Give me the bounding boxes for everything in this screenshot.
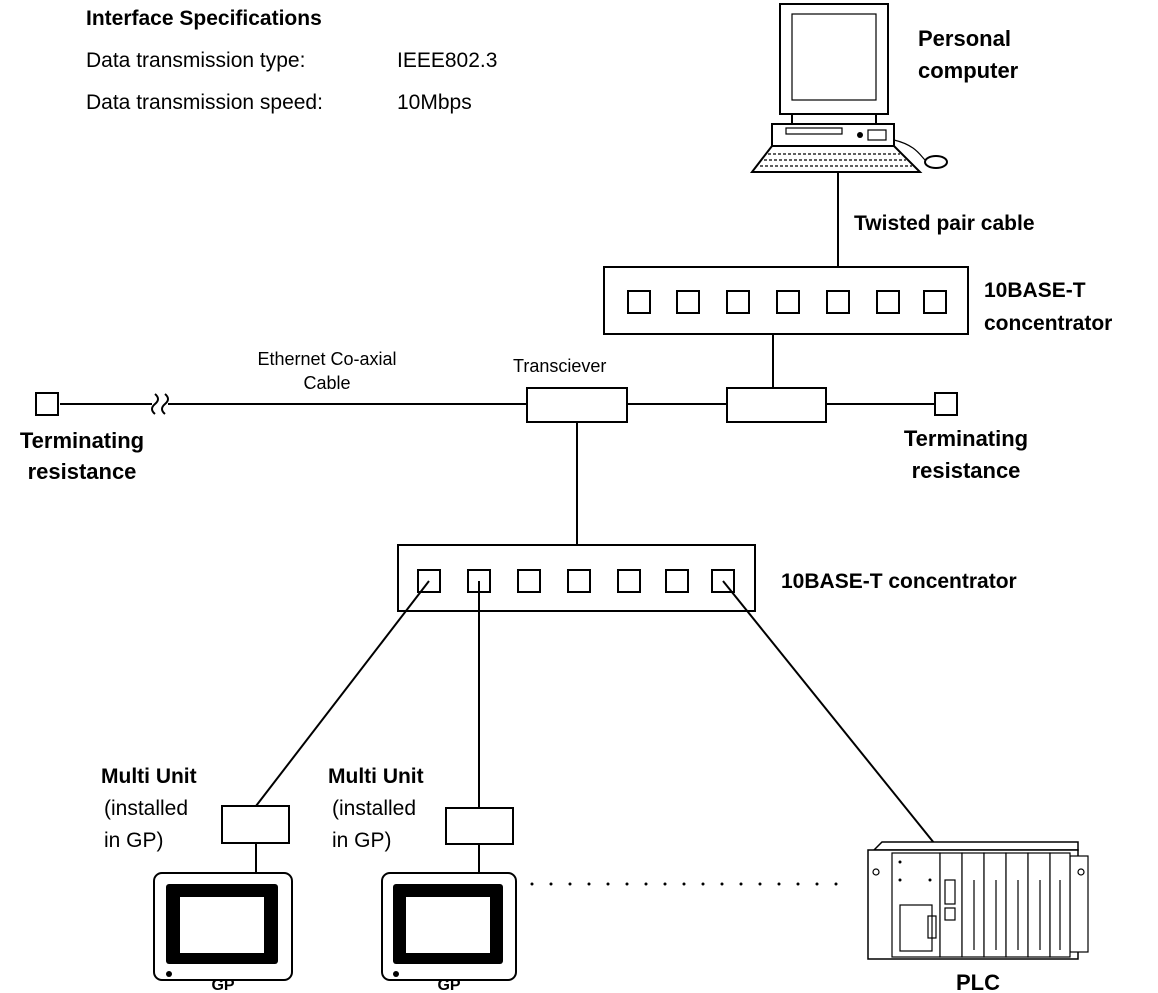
top-concentrator	[603, 266, 969, 335]
multi-unit-2-line3: in GP)	[332, 829, 392, 852]
term-left-line1: Terminating	[20, 428, 144, 453]
cable-to-multi-unit-1	[255, 580, 430, 807]
transceiver-right	[726, 387, 827, 423]
gp-2-label: GP	[437, 977, 460, 993]
term-right-line1: Terminating	[904, 426, 1028, 451]
gp-1-icon	[153, 872, 293, 981]
pc-label-line2: computer	[918, 58, 1019, 83]
cable-to-plc	[722, 580, 956, 870]
term-left-line2: resistance	[28, 459, 137, 484]
plc-icon	[867, 841, 1089, 960]
spec-type-value: IEEE802.3	[397, 49, 497, 72]
multi-unit-2	[445, 807, 514, 845]
twisted-pair-label: Twisted pair cable	[854, 212, 1035, 235]
transceiver-left	[526, 387, 628, 423]
multi-unit-1-line2: (installed	[104, 797, 188, 820]
spec-speed-label: Data transmission speed:	[86, 91, 323, 114]
bottom-concentrator	[397, 544, 756, 612]
coax-label-line2: Cable	[303, 373, 350, 393]
pc-label-line1: Personal	[918, 26, 1011, 51]
spec-speed-value: 10Mbps	[397, 91, 472, 114]
spec-title: Interface Specifications	[86, 7, 322, 30]
ellipsis-dots	[530, 882, 838, 886]
terminating-resistance-right	[934, 392, 958, 416]
transceiver-label: Transciever	[513, 356, 606, 376]
gp-2-icon	[381, 872, 517, 981]
multi-unit-1	[221, 805, 290, 844]
terminating-resistance-left	[35, 392, 59, 416]
multi-unit-2-line2: (installed	[332, 797, 416, 820]
plc-label: PLC	[956, 970, 1000, 993]
multi-unit-1-line3: in GP)	[104, 829, 164, 852]
bottom-concentrator-label: 10BASE-T concentrator	[781, 570, 1017, 593]
spec-type-label: Data transmission type:	[86, 49, 305, 72]
multi-unit-1-title: Multi Unit	[101, 765, 197, 788]
coax-label-line1: Ethernet Co-axial	[257, 349, 396, 369]
top-concentrator-line2: concentrator	[984, 312, 1112, 335]
personal-computer-icon	[749, 3, 948, 173]
coax-trunk	[60, 393, 935, 415]
multi-unit-2-title: Multi Unit	[328, 765, 424, 788]
gp-1-label: GP	[211, 977, 234, 993]
top-concentrator-line1: 10BASE-T	[984, 279, 1086, 302]
term-right-line2: resistance	[912, 458, 1021, 483]
